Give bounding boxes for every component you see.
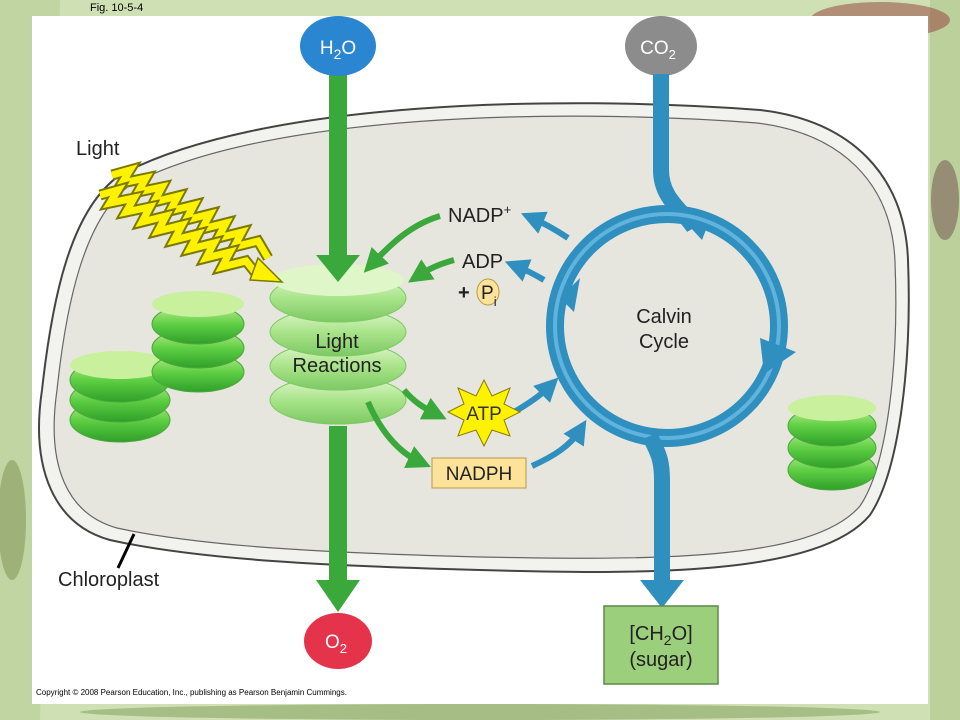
light-label: Light <box>76 138 120 160</box>
svg-text:CO2: CO2 <box>640 38 676 62</box>
water-input: H2O <box>300 16 376 76</box>
oxygen-label-sub: 2 <box>340 641 347 656</box>
svg-text:NADP+: NADP+ <box>448 202 511 227</box>
nadp-to-light-reactions-arrow <box>363 213 441 273</box>
svg-text:H2O: H2O <box>320 38 356 62</box>
water-label-main: H <box>320 38 334 59</box>
nadp-label-sup: + <box>504 202 512 217</box>
co2-label-main: CO <box>640 38 669 59</box>
phosphate-label-sub: i <box>494 294 497 309</box>
granum-right <box>787 395 877 491</box>
chloroplast-label: Chloroplast <box>58 569 160 591</box>
figure-label: Fig. 10-5-4 <box>90 2 144 14</box>
water-label-tail: O <box>341 38 356 59</box>
copyright-notice: Copyright © 2008 Pearson Education, Inc.… <box>36 688 347 697</box>
nadph-box: NADPH <box>431 457 527 489</box>
sugar-label-line2: (sugar) <box>629 649 692 671</box>
calvin-cycle-arrowhead-left <box>560 278 580 312</box>
sugar-exit-arrowhead <box>640 580 684 608</box>
phosphate-label-main: P <box>481 283 494 304</box>
plus-sign: + <box>458 282 470 304</box>
oxygen-label-main: O <box>325 632 340 653</box>
light-reactions-to-atp-arrow <box>401 388 447 420</box>
atp-to-calvin-arrow <box>512 377 559 415</box>
granum-left-small <box>69 291 245 443</box>
sugar-label-sub: 2 <box>664 632 672 648</box>
light-reactions-label-line1: Light <box>315 331 359 353</box>
sugar-exit-arrow <box>642 432 670 585</box>
svg-text:O2: O2 <box>325 632 347 656</box>
phosphate-circle <box>476 278 500 306</box>
sugar-label-pre: [CH <box>629 623 663 645</box>
sugar-label-post: O] <box>672 623 693 645</box>
calvin-cycle-label-line2: Cycle <box>639 331 689 353</box>
light-bolts <box>98 160 284 283</box>
oxygen-output: O2 <box>304 613 372 669</box>
co2-label-sub: 2 <box>669 47 676 62</box>
co2-input: CO2 <box>625 16 697 76</box>
nadph-to-calvin-arrow <box>530 419 587 469</box>
adp-to-light-reactions-arrow <box>408 257 455 283</box>
water-label-sub: 2 <box>334 46 342 62</box>
light-reactions-to-nadph-arrow <box>365 400 431 468</box>
light-reactions-label-line2: Reactions <box>293 355 382 377</box>
nadp-label-main: NADP <box>448 205 504 227</box>
calvin-cycle-ring-highlight <box>553 212 781 440</box>
atp-label: ATP <box>466 404 502 425</box>
atp-burst: ATP <box>446 378 522 448</box>
granum-light-reactions <box>269 264 407 425</box>
nadph-label: NADPH <box>446 464 513 485</box>
water-to-oxygen-arrow <box>316 70 360 612</box>
svg-text:[CH2O]: [CH2O] <box>629 623 692 648</box>
calvin-cycle-arrowhead-right <box>760 338 796 374</box>
chloroplast-pointer <box>116 533 136 569</box>
calvin-cycle-label-line1: Calvin <box>636 306 692 328</box>
calvin-to-nadp-arrow <box>520 211 570 241</box>
sugar-output: [CH2O] (sugar) <box>603 605 719 685</box>
svg-text:Pi: Pi <box>481 283 497 309</box>
adp-label: ADP <box>462 251 503 273</box>
calvin-to-adp-arrow <box>504 259 546 283</box>
